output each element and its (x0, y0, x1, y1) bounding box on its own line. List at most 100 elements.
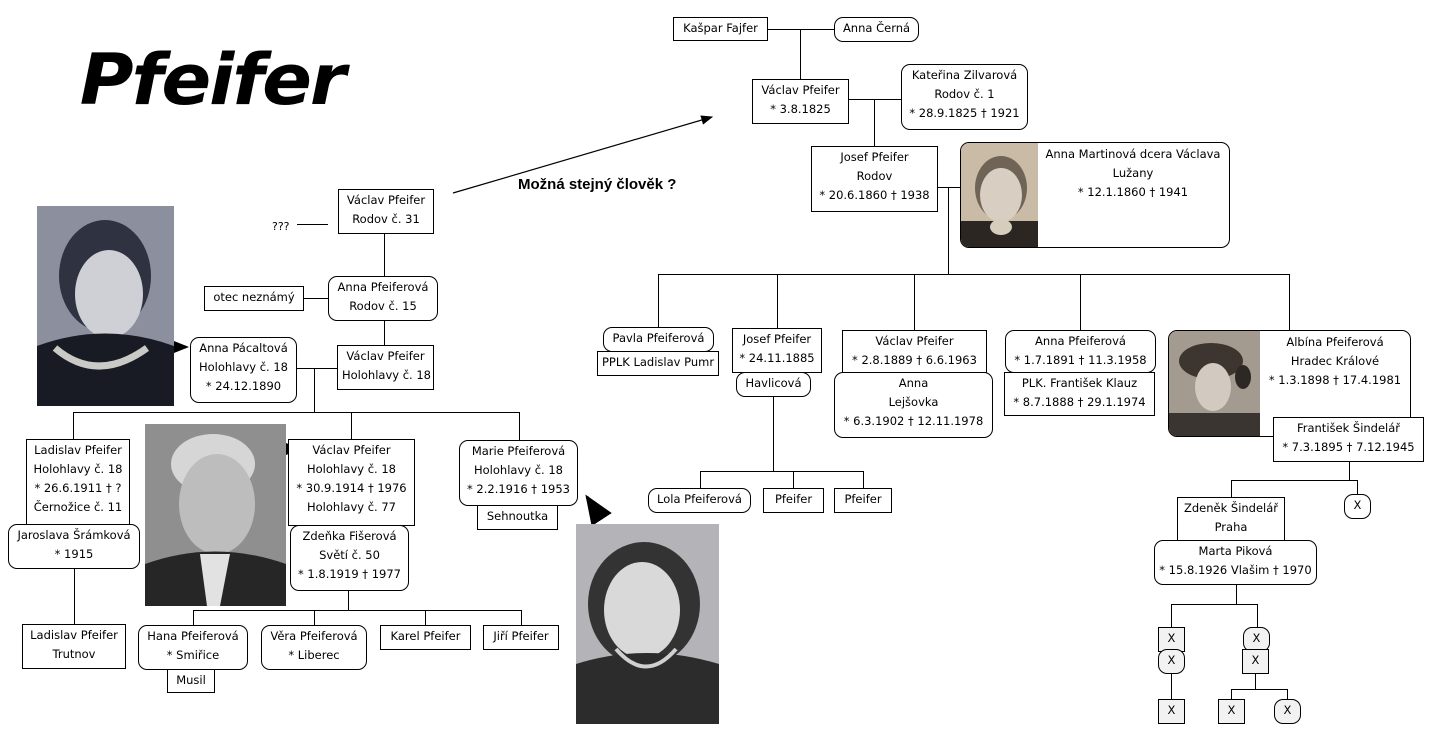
person-text-line: * 6.3.1902 † 12.11.1978 (843, 414, 984, 428)
person-text-line: * 15.8.1926 Vlašim † 1970 (1159, 563, 1312, 577)
person-text-line: Kašpar Fajfer (683, 21, 758, 35)
person-havlicova[interactable]: Havlicová (736, 372, 811, 397)
person-text-line: Věra Pfeiferová (270, 629, 358, 643)
descent-line (777, 274, 778, 328)
descent-line (1357, 480, 1358, 495)
person-text-line: Pfeifer (844, 492, 882, 506)
photo-arrow-marie (585, 494, 612, 527)
person-text-line: Rodov č. 1 (934, 87, 995, 101)
descent-line (74, 568, 75, 624)
descent-line (73, 412, 74, 439)
person-text-line: X (1167, 653, 1176, 667)
person-pavla-pfeiferova[interactable]: Pavla Pfeiferová (603, 327, 714, 352)
person-text-line: Anna Černá (842, 21, 911, 35)
descent-line (348, 591, 349, 610)
descent-line (193, 610, 194, 625)
person-unknown-x[interactable]: X (1218, 699, 1245, 724)
same-person-note: Možná stejný člověk ? (518, 176, 677, 193)
person-otec-neznamy[interactable]: otec neznámý (204, 286, 304, 311)
person-musil[interactable]: Musil (167, 669, 215, 693)
marie-photo (576, 524, 719, 724)
person-vera-pfeiferova[interactable]: Věra Pfeiferová * Liberec (261, 625, 367, 670)
descent-line (351, 412, 352, 439)
person-anna-pfeiferova-1891[interactable]: Anna Pfeiferová* 1.7.1891 † 11.3.1958 (1005, 330, 1156, 373)
person-frantisek-sindelar[interactable]: František Šindelář* 7.3.1895 † 7.12.1945 (1273, 417, 1424, 462)
person-text-line: X (1167, 703, 1176, 717)
person-text-line: Praha (1214, 520, 1248, 534)
person-vaclav-pfeifer-1889[interactable]: Václav Pfeifer* 2.8.1889 † 6.6.1963 (842, 330, 987, 373)
person-unknown-x[interactable]: X (1344, 494, 1371, 519)
person-text-line: * Liberec (288, 648, 340, 662)
person-sehnoutka[interactable]: Sehnoutka (477, 505, 558, 530)
descent-line (773, 396, 774, 471)
unknown-marker: ??? (272, 220, 290, 233)
person-text-line: Josef Pfeifer (742, 332, 812, 346)
person-unknown-x[interactable]: X (1158, 699, 1185, 724)
marriage-line (848, 99, 903, 100)
descent-line (874, 99, 875, 146)
person-pfeifer-son-2[interactable]: Pfeifer (834, 488, 892, 513)
descent-line (1231, 689, 1232, 699)
person-text-line: Václav Pfeifer (346, 349, 425, 363)
person-text-line: Ladislav Pfeifer (34, 443, 122, 457)
person-plk-frantisek-klauz[interactable]: PLK. František Klauz* 8.7.1888 † 29.1.19… (1004, 372, 1155, 416)
descent-line (314, 610, 315, 625)
sibling-line (658, 274, 1290, 275)
person-text-line: Karel Pfeifer (390, 629, 461, 643)
person-text-line: X (1353, 498, 1362, 512)
person-text-line: Holohlavy č. 18 (199, 360, 288, 374)
person-unknown-x[interactable]: X (1158, 649, 1185, 674)
person-text-line: * Smiřice (166, 648, 220, 662)
person-jiri-pfeifer[interactable]: Jiří Pfeifer (483, 625, 559, 650)
person-text-line: PLK. František Klauz (1021, 376, 1138, 390)
person-josef-pfeifer-1885[interactable]: Josef Pfeifer* 24.11.1885 (732, 328, 822, 373)
person-text-line: Musil (176, 673, 206, 687)
person-text-line: * 1915 (54, 547, 94, 561)
person-text-line: * 20.6.1860 † 1938 (819, 188, 930, 202)
person-text-line: Pavla Pfeiferová (612, 331, 705, 345)
person-text-line: Anna (898, 376, 929, 390)
person-unknown-x[interactable]: X (1242, 649, 1269, 674)
person-text-line: X (1252, 631, 1261, 645)
descent-line (1289, 274, 1290, 331)
descent-line (1171, 604, 1172, 628)
person-text-line: Marta Piková (1198, 544, 1273, 558)
person-text-line: Václav Pfeifer (875, 334, 954, 348)
unknown-spouse-line (297, 224, 328, 225)
sibling-line (73, 412, 519, 413)
person-marta-pikova[interactable]: Marta Piková * 15.8.1926 Vlašim † 1970 (1154, 540, 1317, 585)
person-text-line: * 1.3.1898 † 17.4.1981 (1268, 373, 1402, 387)
descent-line (1236, 584, 1237, 604)
person-vaclav-pfeifer-1825[interactable]: Václav Pfeifer * 3.8.1825 (752, 79, 849, 124)
person-text-line: Lola Pfeiferová (657, 492, 742, 506)
person-hana-pfeiferova[interactable]: Hana Pfeiferová* Smiřice (138, 625, 248, 670)
person-pplk-ladislav-pumr[interactable]: PPLK Ladislav Pumr (597, 351, 719, 376)
person-kaspar-fajfer[interactable]: Kašpar Fajfer (673, 17, 768, 41)
person-text-line: František Šindelář (1296, 421, 1401, 435)
person-text-line: Zdeňka Fišerová (302, 529, 397, 543)
person-anna-cerna[interactable]: Anna Černá (834, 17, 919, 42)
person-karel-pfeifer[interactable]: Karel Pfeifer (380, 625, 471, 650)
person-text-line: * 26.6.1911 † ? (34, 481, 122, 495)
person-jaroslava-sramkova[interactable]: Jaroslava Šrámková* 1915 (8, 524, 140, 569)
person-unknown-x[interactable]: X (1158, 627, 1185, 652)
marriage-line (296, 368, 338, 369)
person-unknown-x[interactable]: X (1274, 699, 1301, 724)
person-lola-pfeiferova[interactable]: Lola Pfeiferová (648, 488, 751, 513)
person-pfeifer-son-1[interactable]: Pfeifer (763, 488, 824, 513)
